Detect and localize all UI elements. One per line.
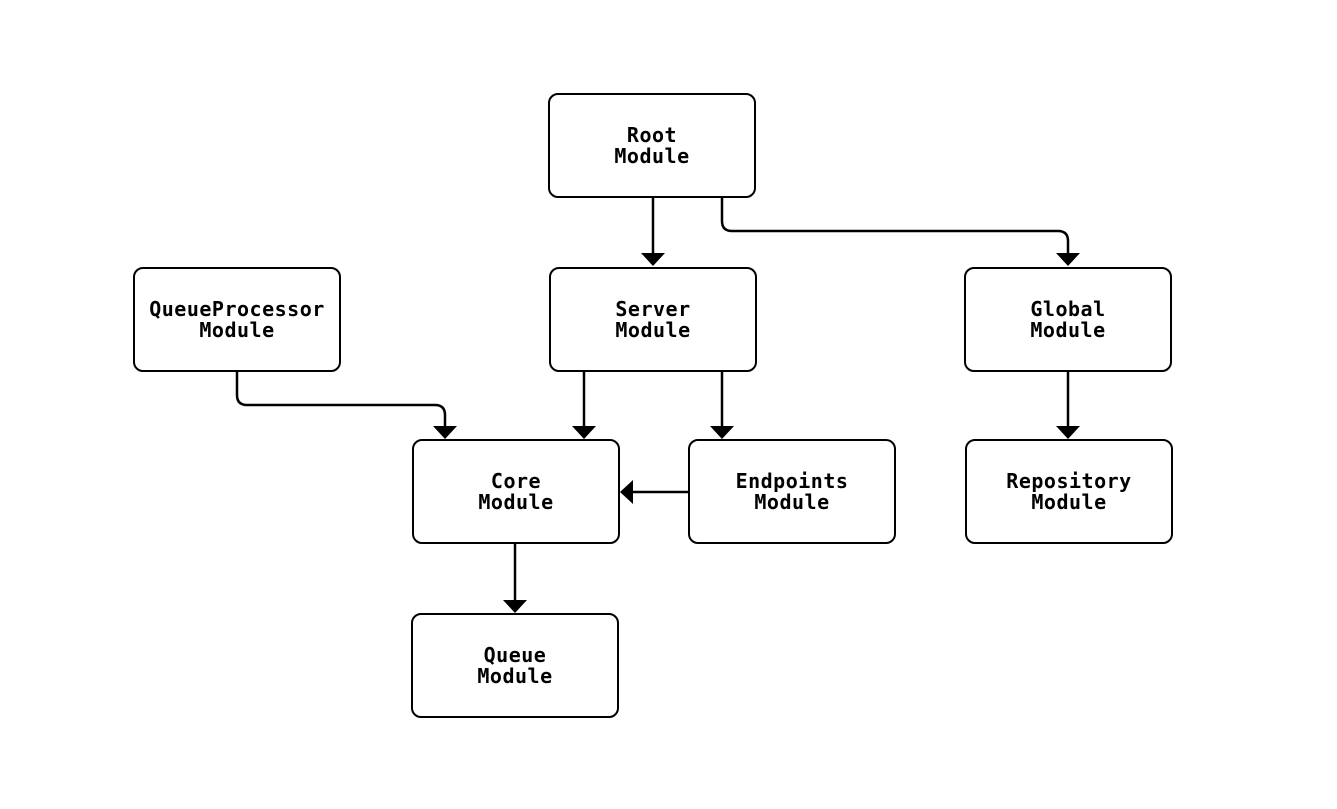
node-label-line2: Module: [1031, 489, 1107, 514]
node-endpoints-module: Endpoints Module: [688, 439, 896, 544]
arrowhead-server-to-core-icon: [572, 426, 596, 439]
node-label-line2: Module: [1030, 317, 1106, 342]
edge-root-to-global: [720, 198, 1070, 253]
node-label: Repository Module: [1006, 468, 1132, 514]
node-label-line2: Module: [754, 489, 830, 514]
node-label-line1: Repository: [1006, 468, 1132, 493]
node-root-module: Root Module: [548, 93, 756, 198]
arrowhead-core-to-queue-icon: [503, 600, 527, 613]
arrowhead-root-to-server-icon: [641, 253, 665, 266]
node-label-line2: Module: [478, 489, 554, 514]
node-label-line2: Module: [614, 143, 690, 168]
node-label: Endpoints Module: [735, 468, 849, 514]
node-label: Server Module: [615, 296, 691, 342]
node-label-line1: Global: [1030, 296, 1106, 321]
node-label-line2: Module: [477, 663, 553, 688]
node-label-line1: QueueProcessor: [149, 296, 325, 321]
node-label-line1: Server: [615, 296, 691, 321]
arrowhead-endpoints-to-core-icon: [620, 480, 633, 504]
node-repository-module: Repository Module: [965, 439, 1173, 544]
node-label: QueueProcessor Module: [149, 296, 325, 342]
node-label-line1: Queue: [483, 642, 547, 667]
node-label-line1: Core: [490, 468, 542, 493]
node-label: Core Module: [478, 468, 554, 514]
node-label-line1: Endpoints: [735, 468, 849, 493]
node-label: Queue Module: [477, 642, 553, 688]
node-label: Root Module: [614, 122, 690, 168]
node-global-module: Global Module: [964, 267, 1172, 372]
node-queueprocessor-module: QueueProcessor Module: [133, 267, 341, 372]
arrowhead-server-to-endpoints-icon: [710, 426, 734, 439]
node-queue-module: Queue Module: [411, 613, 619, 718]
node-label-line1: Root: [626, 122, 678, 147]
node-server-module: Server Module: [549, 267, 757, 372]
node-label: Global Module: [1030, 296, 1106, 342]
arrowhead-global-to-repository-icon: [1056, 426, 1080, 439]
edge-queueprocessor-to-core: [235, 372, 447, 426]
arrowhead-queueprocessor-to-core-icon: [433, 426, 457, 439]
arrowhead-root-to-global-icon: [1056, 253, 1080, 266]
node-label-line2: Module: [615, 317, 691, 342]
node-core-module: Core Module: [412, 439, 620, 544]
node-label-line2: Module: [199, 317, 275, 342]
